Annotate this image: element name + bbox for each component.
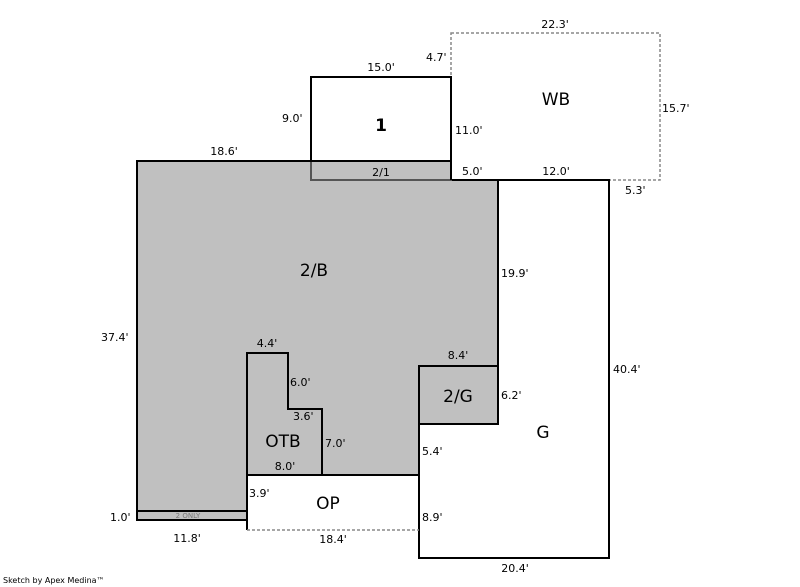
dim: 3.6' <box>293 410 314 423</box>
dim: 8.0' <box>275 460 296 473</box>
label-upper: 1 <box>375 116 387 136</box>
dim: 19.9' <box>501 267 529 280</box>
dim: 4.4' <box>257 337 278 350</box>
dim: 22.3' <box>541 18 569 31</box>
dim: 4.7' <box>426 51 447 64</box>
dim: 8.4' <box>448 349 469 362</box>
dim: 5.3' <box>625 184 646 197</box>
area-strip <box>136 510 248 521</box>
dim: 40.4' <box>613 363 641 376</box>
label-wb: WB <box>542 90 570 110</box>
dim: 8.9' <box>422 511 443 524</box>
dim: 5.0' <box>462 165 483 178</box>
label-garage-upper: 2/G <box>443 387 473 407</box>
dim: 18.6' <box>210 145 238 158</box>
dim: 37.4' <box>101 331 129 344</box>
dim: 20.4' <box>501 562 529 575</box>
area-upper <box>310 76 452 162</box>
label-strip: 2 ONLY <box>176 512 201 520</box>
dim: 11.0' <box>455 124 483 137</box>
label-otb: OTB <box>265 432 300 452</box>
label-op: OP <box>316 494 340 514</box>
dim: 15.0' <box>367 61 395 74</box>
dim: 3.9' <box>249 487 270 500</box>
label-upper-overlap: 2/1 <box>372 166 390 179</box>
area-op <box>247 475 419 530</box>
dim: 5.4' <box>422 445 443 458</box>
label-garage: G <box>536 423 549 443</box>
dim: 9.0' <box>282 112 303 125</box>
dim: 15.7' <box>662 102 690 115</box>
dim: 12.0' <box>542 165 570 178</box>
credit: Sketch by Apex Medina™ <box>3 576 105 585</box>
dim: 11.8' <box>173 532 201 545</box>
dim: 7.0' <box>325 437 346 450</box>
dim: 6.2' <box>501 389 522 402</box>
dim: 18.4' <box>319 533 347 546</box>
dim: 1.0' <box>110 511 131 524</box>
dim: 6.0' <box>290 376 311 389</box>
label-main: 2/B <box>300 261 328 281</box>
area-garage-upper <box>418 365 499 425</box>
